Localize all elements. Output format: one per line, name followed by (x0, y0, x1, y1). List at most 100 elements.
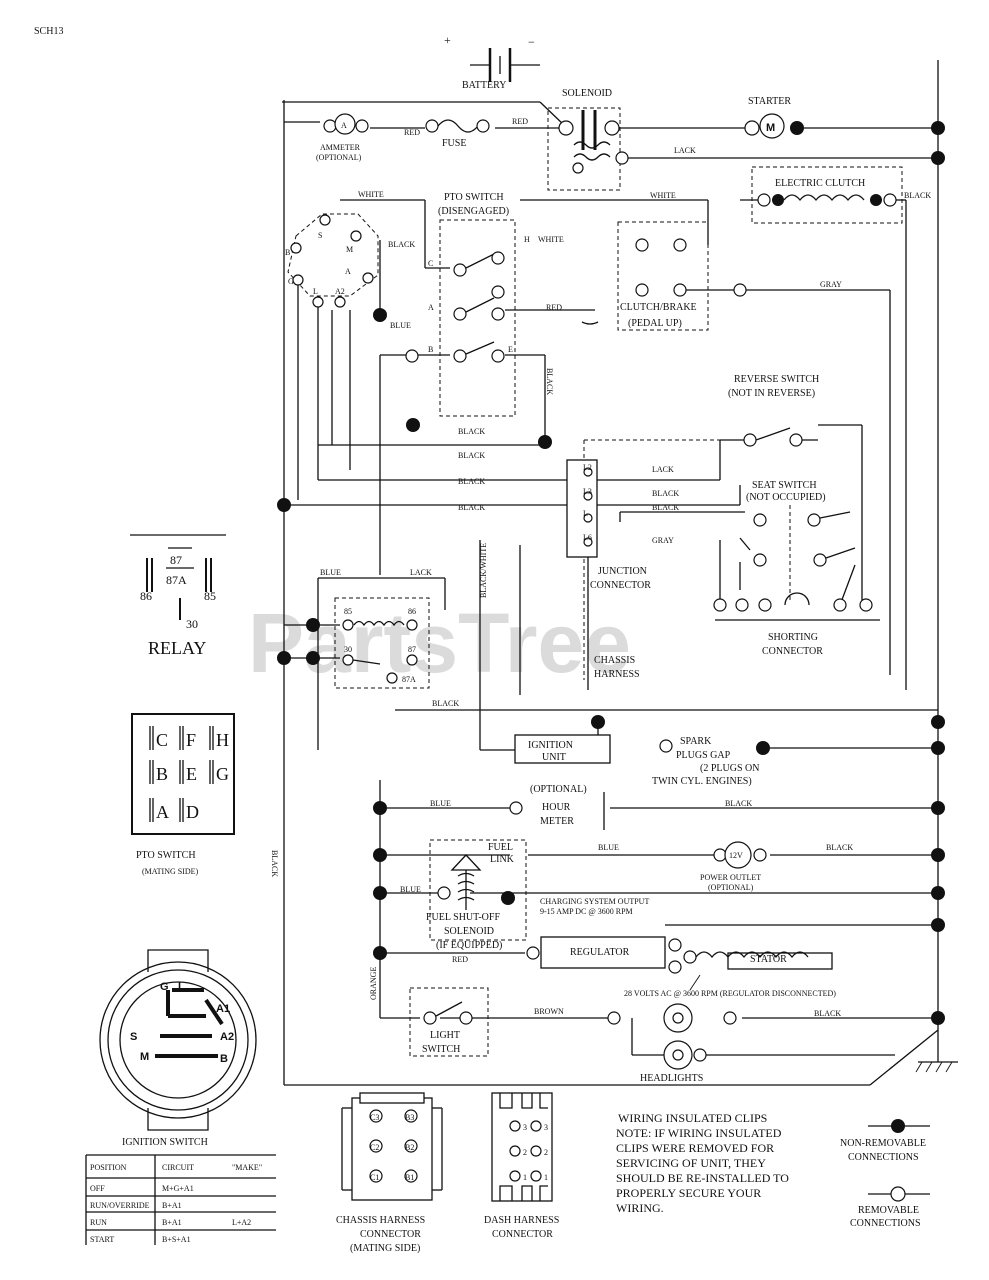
svg-text:RED: RED (452, 955, 468, 964)
svg-text:HARNESS: HARNESS (594, 669, 640, 680)
pto-switch-disengaged: PTO SWITCH (DISENGAGED) C H WHITE A RED … (405, 192, 564, 417)
ign-table-header: CIRCUIT (162, 1163, 194, 1172)
svg-text:WIRING INSULATED CLIPS: WIRING INSULATED CLIPS (618, 1111, 767, 1125)
svg-text:CONNECTOR: CONNECTOR (762, 646, 823, 657)
dash-pin-label: 2 (544, 1148, 548, 1157)
svg-text:BLUE: BLUE (320, 568, 341, 577)
chassis-pin-label: B1 (405, 1173, 414, 1182)
svg-text:BLUE: BLUE (598, 843, 619, 852)
watermark: PartsTree (248, 596, 631, 690)
fuel-link: FUEL LINK BLUE (429, 839, 619, 941)
solenoid: SOLENOID (547, 88, 629, 191)
svg-text:CONNECTOR: CONNECTOR (590, 580, 651, 591)
svg-text:WIRING.: WIRING. (616, 1201, 664, 1215)
svg-text:BLACK: BLACK (652, 489, 679, 498)
ammeter: A AMMETER (OPTIONAL) (316, 113, 369, 162)
svg-text:CLUTCH/BRAKE: CLUTCH/BRAKE (620, 302, 697, 313)
pto-legend-cell: H (216, 730, 229, 750)
svg-text:E: E (508, 345, 513, 354)
svg-text:BLACK: BLACK (814, 1009, 841, 1018)
svg-text:IGNITION SWITCH: IGNITION SWITCH (122, 1137, 208, 1148)
svg-text:SERVICING OF UNIT, THEY: SERVICING OF UNIT, THEY (616, 1156, 766, 1170)
svg-text:BLACK: BLACK (458, 477, 485, 486)
svg-text:BROWN: BROWN (534, 1007, 564, 1016)
svg-text:A2: A2 (335, 287, 345, 296)
fuel-shutoff-solenoid: BLUE FUEL SHUT-OFF SOLENOID (IF EQUIPPED… (400, 854, 502, 951)
svg-text:(OPTIONAL): (OPTIONAL) (316, 153, 362, 162)
svg-text:NOTE: IF WIRING INSULATED: NOTE: IF WIRING INSULATED (616, 1126, 782, 1140)
battery: + − BATTERY (444, 33, 535, 91)
ign-table-cell: RUN/OVERRIDE (90, 1201, 150, 1210)
svg-text:PTO SWITCH: PTO SWITCH (444, 192, 504, 203)
svg-text:PROPERLY SECURE YOUR: PROPERLY SECURE YOUR (616, 1186, 761, 1200)
svg-text:+: + (444, 33, 451, 47)
dash-pin-label: 3 (523, 1123, 527, 1132)
svg-text:FUEL: FUEL (488, 842, 513, 853)
svg-text:L: L (178, 981, 185, 993)
dash-pin-label: 3 (544, 1123, 548, 1132)
svg-text:WHITE: WHITE (650, 191, 676, 200)
headlights: HEADLIGHTS BLACK (607, 1003, 841, 1084)
svg-text:LACK: LACK (652, 465, 674, 474)
svg-text:POWER OUTLET: POWER OUTLET (700, 873, 761, 882)
svg-text:PLUGS GAP: PLUGS GAP (676, 750, 731, 761)
stator: STATOR 28 VOLTS AC @ 3600 RPM (REGULATOR… (624, 950, 836, 998)
light-switch: LIGHT SWITCH BROWN (409, 987, 564, 1057)
svg-text:FUSE: FUSE (442, 138, 466, 149)
pto-legend-cell: D (186, 802, 199, 822)
svg-text:(NOT IN REVERSE): (NOT IN REVERSE) (728, 388, 815, 399)
svg-text:A: A (428, 303, 434, 312)
svg-text:B: B (428, 345, 433, 354)
svg-text:CHASSIS: CHASSIS (594, 655, 635, 666)
relay-box: 85 86 30 87 87A (334, 597, 430, 689)
svg-text:STATOR: STATOR (750, 954, 787, 965)
connection-legend: NON-REMOVABLE CONNECTIONS REMOVABLE CONN… (840, 1119, 930, 1229)
ign-table-header: POSITION (90, 1163, 127, 1172)
pto-legend-cell: C (156, 730, 168, 750)
svg-text:CONNECTIONS: CONNECTIONS (850, 1218, 921, 1229)
junction-connector: L2 L3 L L6 JUNCTION CONNECTOR CHASSIS HA… (566, 439, 720, 680)
svg-text:(DISENGAGED): (DISENGAGED) (438, 206, 509, 217)
ign-table-cell: RUN (90, 1218, 107, 1227)
relay-legend: 87 87A 86 85 30 RELAY (130, 534, 226, 658)
ign-table-cell: START (90, 1235, 114, 1244)
svg-text:87: 87 (408, 645, 416, 654)
svg-text:WHITE: WHITE (538, 235, 564, 244)
svg-text:L: L (313, 287, 318, 296)
svg-text:CHARGING SYSTEM OUTPUT: CHARGING SYSTEM OUTPUT (540, 897, 649, 906)
svg-text:FUEL SHUT-OFF: FUEL SHUT-OFF (426, 912, 500, 923)
svg-text:(2 PLUGS ON: (2 PLUGS ON (700, 763, 759, 774)
svg-text:A2: A2 (220, 1031, 234, 1043)
svg-text:30: 30 (186, 617, 198, 631)
svg-text:M: M (766, 122, 775, 134)
svg-text:AMMETER: AMMETER (320, 143, 361, 152)
svg-text:BLUE: BLUE (390, 321, 411, 330)
svg-text:SPARK: SPARK (680, 736, 712, 747)
battery-label: BATTERY (462, 80, 506, 91)
chassis-pin-label: C2 (370, 1143, 379, 1152)
svg-text:M: M (346, 245, 353, 254)
svg-text:86: 86 (408, 607, 416, 616)
ignition-switch-circuit: B S M G L A2 A (285, 213, 379, 308)
svg-text:CLIPS WERE REMOVED FOR: CLIPS WERE REMOVED FOR (616, 1141, 774, 1155)
svg-text:CONNECTOR: CONNECTOR (492, 1229, 553, 1240)
svg-text:CHASSIS HARNESS: CHASSIS HARNESS (336, 1215, 425, 1226)
dash-pin-label: 1 (544, 1173, 548, 1182)
svg-text:(MATING SIDE): (MATING SIDE) (142, 867, 199, 876)
svg-text:SOLENOID: SOLENOID (562, 88, 612, 99)
dash-pin-label: 1 (523, 1173, 527, 1182)
ign-table-cell: M+G+A1 (162, 1184, 194, 1193)
svg-text:BLACK: BLACK (725, 799, 752, 808)
svg-text:LIGHT: LIGHT (430, 1030, 460, 1041)
svg-text:B: B (220, 1053, 228, 1065)
chassis-pin-label: B3 (405, 1113, 414, 1122)
svg-text:ELECTRIC CLUTCH: ELECTRIC CLUTCH (775, 178, 865, 189)
svg-text:(OPTIONAL): (OPTIONAL) (708, 883, 754, 892)
svg-text:RELAY: RELAY (148, 638, 206, 658)
power-outlet: 12V POWER OUTLET (OPTIONAL) BLACK (700, 841, 853, 892)
clutch-brake-switch: CLUTCH/BRAKE (PEDAL UP) GRAY (581, 221, 842, 331)
svg-text:(MATING SIDE): (MATING SIDE) (350, 1243, 420, 1254)
svg-text:87A: 87A (402, 675, 416, 684)
svg-text:REVERSE SWITCH: REVERSE SWITCH (734, 374, 819, 385)
